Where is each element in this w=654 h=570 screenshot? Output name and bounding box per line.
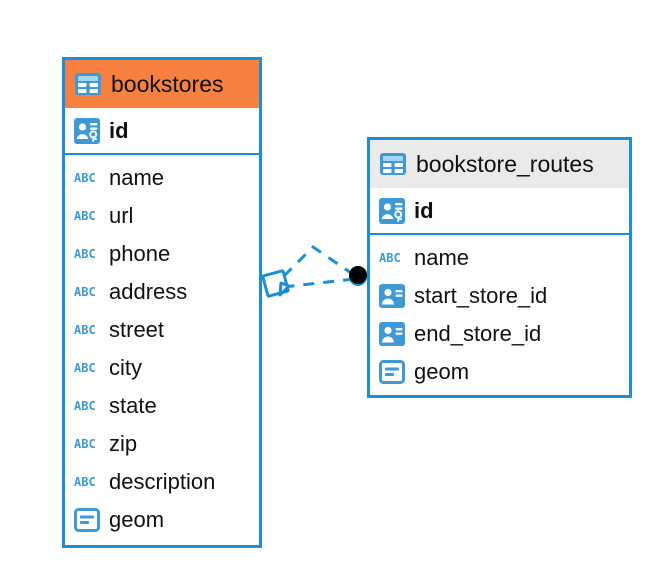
field-row-geom[interactable]: geom	[370, 353, 629, 391]
field-row-id[interactable]: id	[370, 188, 629, 233]
entity-header-bookstores[interactable]: bookstores	[65, 60, 259, 108]
text-abc-icon: ABC	[74, 209, 100, 223]
primary-key-section: id	[370, 188, 629, 235]
relationship-line-upper	[279, 245, 355, 281]
fields-section: ABC name start_store_id	[370, 235, 629, 395]
text-abc-icon: ABC	[74, 247, 100, 261]
field-row-phone[interactable]: ABC phone	[65, 235, 259, 273]
svg-text:ABC: ABC	[379, 251, 401, 265]
svg-text:ABC: ABC	[74, 399, 96, 413]
entity-bookstore-routes[interactable]: bookstore_routes id	[367, 137, 632, 398]
field-row-name[interactable]: ABC name	[65, 159, 259, 197]
text-abc-icon: ABC	[74, 475, 100, 489]
svg-text:ABC: ABC	[74, 209, 96, 223]
field-label: phone	[109, 241, 171, 266]
field-row-geom[interactable]: geom	[65, 501, 259, 539]
svg-text:ABC: ABC	[74, 361, 96, 375]
text-abc-icon: ABC	[74, 323, 100, 337]
field-row-end-store-id[interactable]: end_store_id	[370, 315, 629, 353]
svg-text:ABC: ABC	[74, 323, 96, 337]
field-row-city[interactable]: ABC city	[65, 349, 259, 387]
entity-title: bookstores	[111, 70, 224, 97]
field-label: state	[109, 393, 157, 418]
primary-key-section: id	[65, 108, 259, 155]
crows-foot-diamond-marker	[261, 269, 291, 298]
field-label: geom	[414, 359, 470, 384]
field-label: id	[109, 117, 129, 143]
text-abc-icon: ABC	[74, 285, 100, 299]
field-label: geom	[109, 507, 165, 532]
text-abc-icon: ABC	[74, 171, 100, 185]
field-label: description	[109, 469, 216, 494]
foreign-key-icon	[379, 322, 405, 346]
field-label: city	[109, 355, 142, 380]
svg-text:ABC: ABC	[74, 475, 96, 489]
field-label: address	[109, 279, 188, 304]
field-label: end_store_id	[414, 321, 542, 346]
svg-text:ABC: ABC	[74, 285, 96, 299]
field-row-address[interactable]: ABC address	[65, 273, 259, 311]
table-icon	[75, 73, 101, 95]
text-abc-icon: ABC	[74, 361, 100, 375]
field-label: street	[109, 317, 165, 342]
svg-text:ABC: ABC	[74, 247, 96, 261]
field-label: name	[109, 165, 165, 190]
field-row-street[interactable]: ABC street	[65, 311, 259, 349]
table-icon	[380, 153, 406, 175]
filled-circle-marker	[349, 266, 367, 286]
field-row-start-store-id[interactable]: start_store_id	[370, 277, 629, 315]
primary-key-icon	[379, 197, 405, 224]
field-label: zip	[109, 431, 138, 456]
geometry-icon	[379, 360, 405, 384]
field-row-name[interactable]: ABC name	[370, 239, 629, 277]
foreign-key-icon	[379, 284, 405, 308]
field-label: start_store_id	[414, 283, 548, 308]
fields-section: ABC name ABC url ABC phone ABC ad	[65, 155, 259, 545]
geometry-icon	[74, 508, 100, 532]
entity-header-bookstore-routes[interactable]: bookstore_routes	[370, 140, 629, 188]
primary-key-icon	[74, 117, 100, 144]
entity-bookstores[interactable]: bookstores id	[62, 57, 262, 548]
field-row-description[interactable]: ABC description	[65, 463, 259, 501]
text-abc-icon: ABC	[74, 437, 100, 451]
field-label: id	[414, 197, 434, 223]
entity-title: bookstore_routes	[416, 150, 594, 177]
text-abc-icon: ABC	[379, 251, 405, 265]
field-row-zip[interactable]: ABC zip	[65, 425, 259, 463]
field-row-url[interactable]: ABC url	[65, 197, 259, 235]
svg-text:ABC: ABC	[74, 171, 96, 185]
field-row-id[interactable]: id	[65, 108, 259, 153]
relationship-line-lower	[282, 277, 355, 289]
field-row-state[interactable]: ABC state	[65, 387, 259, 425]
field-label: name	[414, 245, 470, 270]
field-label: url	[109, 203, 134, 228]
svg-text:ABC: ABC	[74, 437, 96, 451]
text-abc-icon: ABC	[74, 399, 100, 413]
